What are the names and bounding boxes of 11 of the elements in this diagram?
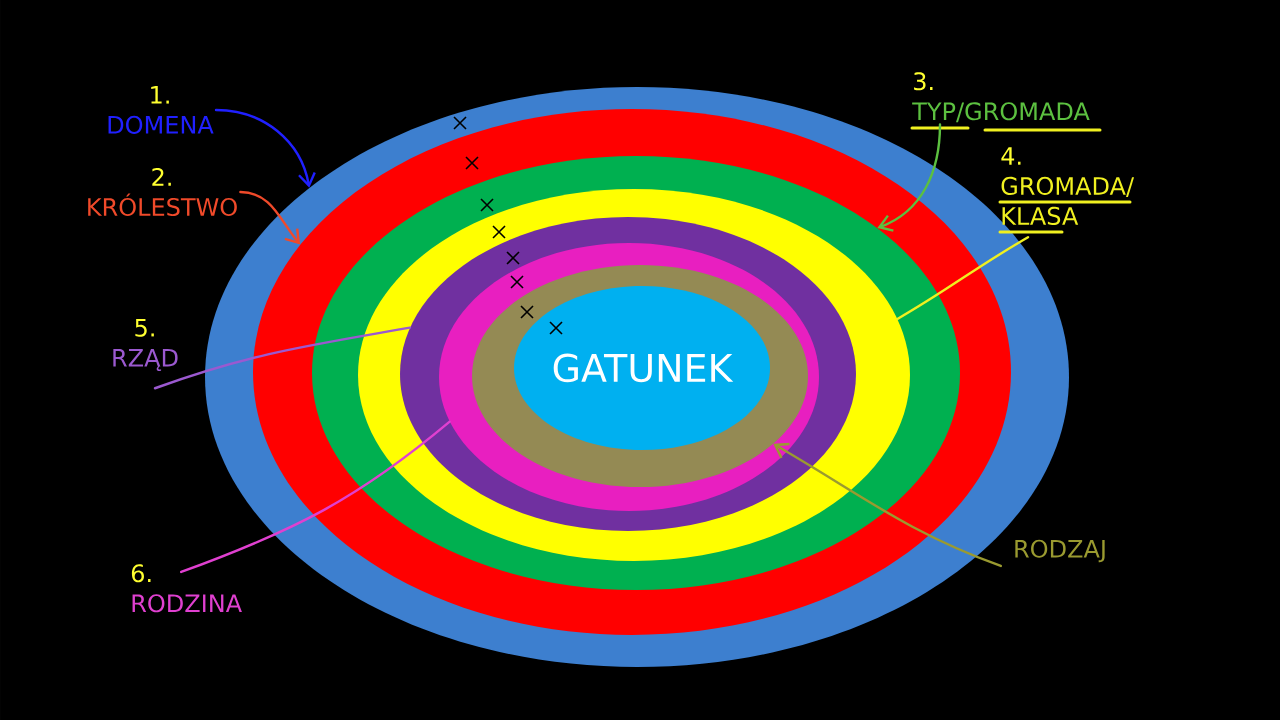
arrow [239, 190, 301, 245]
handwritten-label: RODZAJ [1015, 539, 1105, 563]
arrow [214, 108, 316, 188]
handwritten-label: 4. GROMADA/ KLASA [1001, 147, 1135, 226]
handwritten-label: 2. KRÓLESTWO [88, 167, 237, 217]
handwritten-label: 6. RODZINA [131, 564, 242, 613]
handwritten-label: 5. RZĄD [113, 318, 178, 372]
arrow [877, 123, 942, 232]
handwritten-label: 3. TYP/GROMADA [912, 72, 1090, 123]
arrow [773, 442, 1002, 568]
handwritten-label: 1. DOMENA [108, 86, 214, 134]
